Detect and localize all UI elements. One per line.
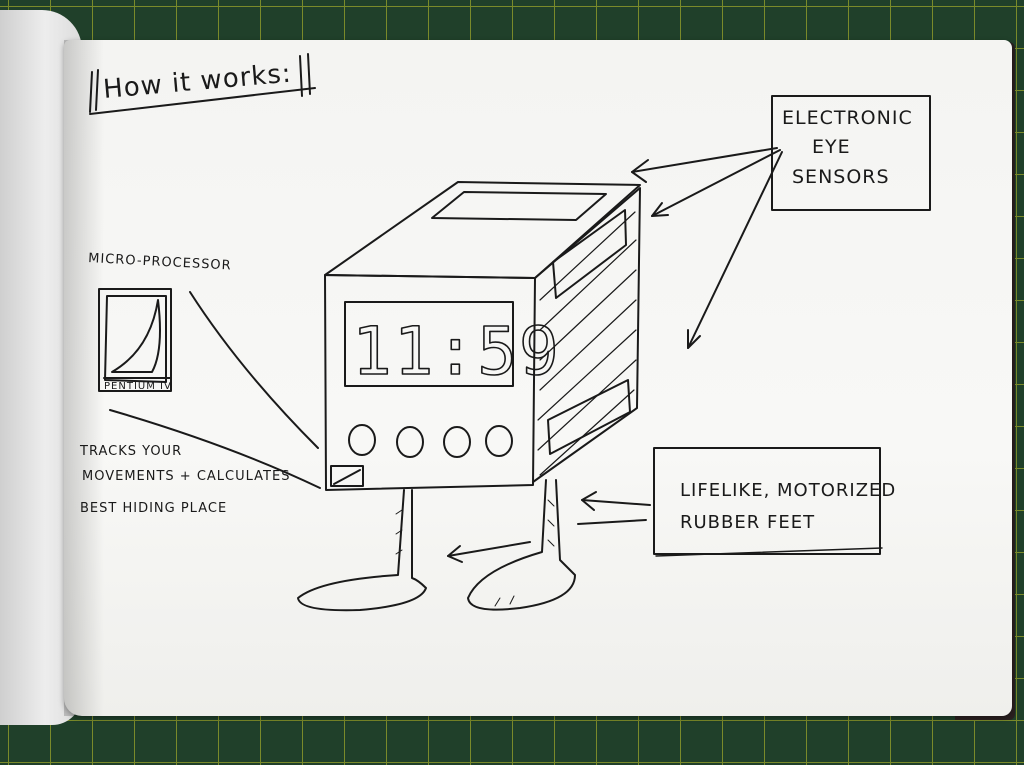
feet-line-2: RUBBER FEET bbox=[680, 512, 815, 533]
tracks-line-2: MOVEMENTS + CALCULATES bbox=[82, 469, 290, 484]
micro-processor-label: MICRO-PROCESSOR bbox=[88, 251, 232, 273]
page-title: How it works: bbox=[102, 59, 293, 105]
left-foot bbox=[297, 489, 427, 612]
eye-sensors-line-1: ELECTRONIC bbox=[782, 107, 913, 129]
feet-arrows bbox=[447, 491, 651, 563]
microprocessor-chip bbox=[98, 288, 172, 392]
title-frame bbox=[89, 53, 316, 115]
tracks-label: TRACKS YOUR MOVEMENTS + CALCULATES BEST … bbox=[79, 444, 290, 516]
feet-line-1: LIFELIKE, MOTORIZED bbox=[680, 480, 896, 501]
chip-label: PENTIUM IV bbox=[104, 381, 172, 392]
eye-sensor-arrows bbox=[631, 147, 783, 349]
right-foot bbox=[467, 479, 576, 611]
eye-sensors-line-2: EYE bbox=[812, 136, 851, 158]
clock-display: 11:59 bbox=[352, 313, 561, 390]
clock-body bbox=[324, 181, 641, 491]
tracks-line-1: TRACKS YOUR bbox=[79, 444, 182, 459]
page-gutter-shadow bbox=[64, 40, 104, 716]
eye-sensors-line-3: SENSORS bbox=[792, 166, 890, 188]
eye-sensor-label-box bbox=[771, 95, 931, 211]
processor-pointer-lines bbox=[109, 291, 321, 489]
feet-label-box bbox=[653, 447, 881, 555]
eye-sensors-label: ELECTRONIC EYE SENSORS bbox=[782, 107, 913, 188]
sketchbook-page bbox=[64, 40, 1012, 716]
tracks-line-3: BEST HIDING PLACE bbox=[80, 501, 227, 516]
feet-label: LIFELIKE, MOTORIZED RUBBER FEET bbox=[680, 480, 896, 533]
